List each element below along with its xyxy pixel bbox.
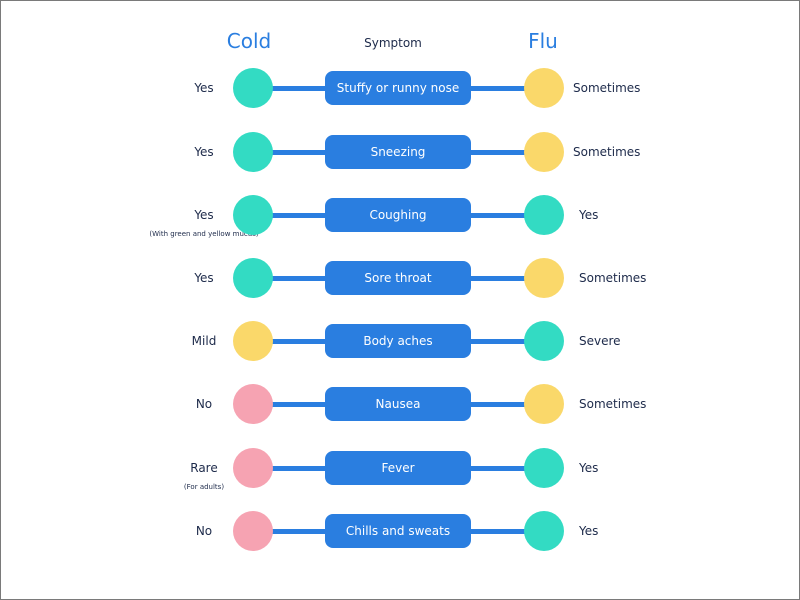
symptom-row: Yes Sneezing Sometimes <box>1 122 800 182</box>
symptom-row: Yes (With green and yellow mucus) Coughing… <box>1 185 800 245</box>
flu-indicator-dot <box>524 132 564 172</box>
symptom-label: Fever <box>325 451 471 485</box>
symptom-label: Chills and sweats <box>325 514 471 548</box>
symptom-label: Body aches <box>325 324 471 358</box>
cold-value-note: (With green and yellow mucus) <box>149 230 259 238</box>
cold-header: Cold <box>226 29 272 53</box>
symptom-row: Mild Body aches Severe <box>1 311 800 371</box>
cold-indicator-dot <box>233 195 273 235</box>
flu-value: Sometimes <box>573 81 641 95</box>
flu-indicator-dot <box>524 511 564 551</box>
flu-indicator-dot <box>524 384 564 424</box>
cold-indicator-dot <box>233 511 273 551</box>
cold-value-label: No <box>195 397 213 411</box>
cold-value-label: Mild <box>191 334 217 348</box>
cold-value-note: (For adults) <box>183 483 225 491</box>
cold-value-label: Yes <box>194 208 214 222</box>
flu-value: Sometimes <box>573 145 641 159</box>
symptom-label: Stuffy or runny nose <box>325 71 471 105</box>
flu-indicator-dot <box>524 448 564 488</box>
flu-indicator-dot <box>524 195 564 235</box>
symptom-row: No Nausea Sometimes <box>1 374 800 434</box>
cold-value: Mild <box>121 321 287 361</box>
symptom-label: Sore throat <box>325 261 471 295</box>
cold-indicator-dot <box>233 321 273 361</box>
flu-value: Yes <box>579 208 599 222</box>
cold-indicator-dot <box>233 68 273 108</box>
cold-value-label: Rare <box>190 461 218 475</box>
cold-value: No <box>121 384 287 424</box>
cold-value: Rare (For adults) <box>121 448 287 492</box>
cold-value: Yes <box>121 68 287 108</box>
flu-indicator-dot <box>524 258 564 298</box>
flu-value: Yes <box>579 461 599 475</box>
symptom-row: Yes Stuffy or runny nose Sometimes <box>1 58 800 118</box>
cold-value: Yes <box>121 132 287 172</box>
symptom-label: Sneezing <box>325 135 471 169</box>
flu-value: Sometimes <box>579 271 647 285</box>
cold-value-label: Yes <box>194 271 214 285</box>
cold-indicator-dot <box>233 132 273 172</box>
cold-value-label: Yes <box>194 81 214 95</box>
symptom-row: Rare (For adults) Fever Yes <box>1 438 800 498</box>
flu-header: Flu <box>528 29 558 53</box>
flu-value: Yes <box>579 524 599 538</box>
cold-indicator-dot <box>233 384 273 424</box>
cold-value-label: Yes <box>194 145 214 159</box>
cold-value-label: No <box>195 524 213 538</box>
flu-indicator-dot <box>524 68 564 108</box>
cold-value: Yes <box>121 258 287 298</box>
flu-indicator-dot <box>524 321 564 361</box>
flu-value: Sometimes <box>579 397 647 411</box>
symptom-label: Nausea <box>325 387 471 421</box>
symptom-label: Coughing <box>325 198 471 232</box>
symptom-row: Yes Sore throat Sometimes <box>1 248 800 308</box>
cold-indicator-dot <box>233 448 273 488</box>
flu-value: Severe <box>579 334 621 348</box>
symptom-header: Symptom <box>364 36 422 50</box>
cold-value: No <box>121 511 287 551</box>
cold-value: Yes (With green and yellow mucus) <box>121 195 287 239</box>
cold-indicator-dot <box>233 258 273 298</box>
symptom-row: No Chills and sweats Yes <box>1 501 800 561</box>
